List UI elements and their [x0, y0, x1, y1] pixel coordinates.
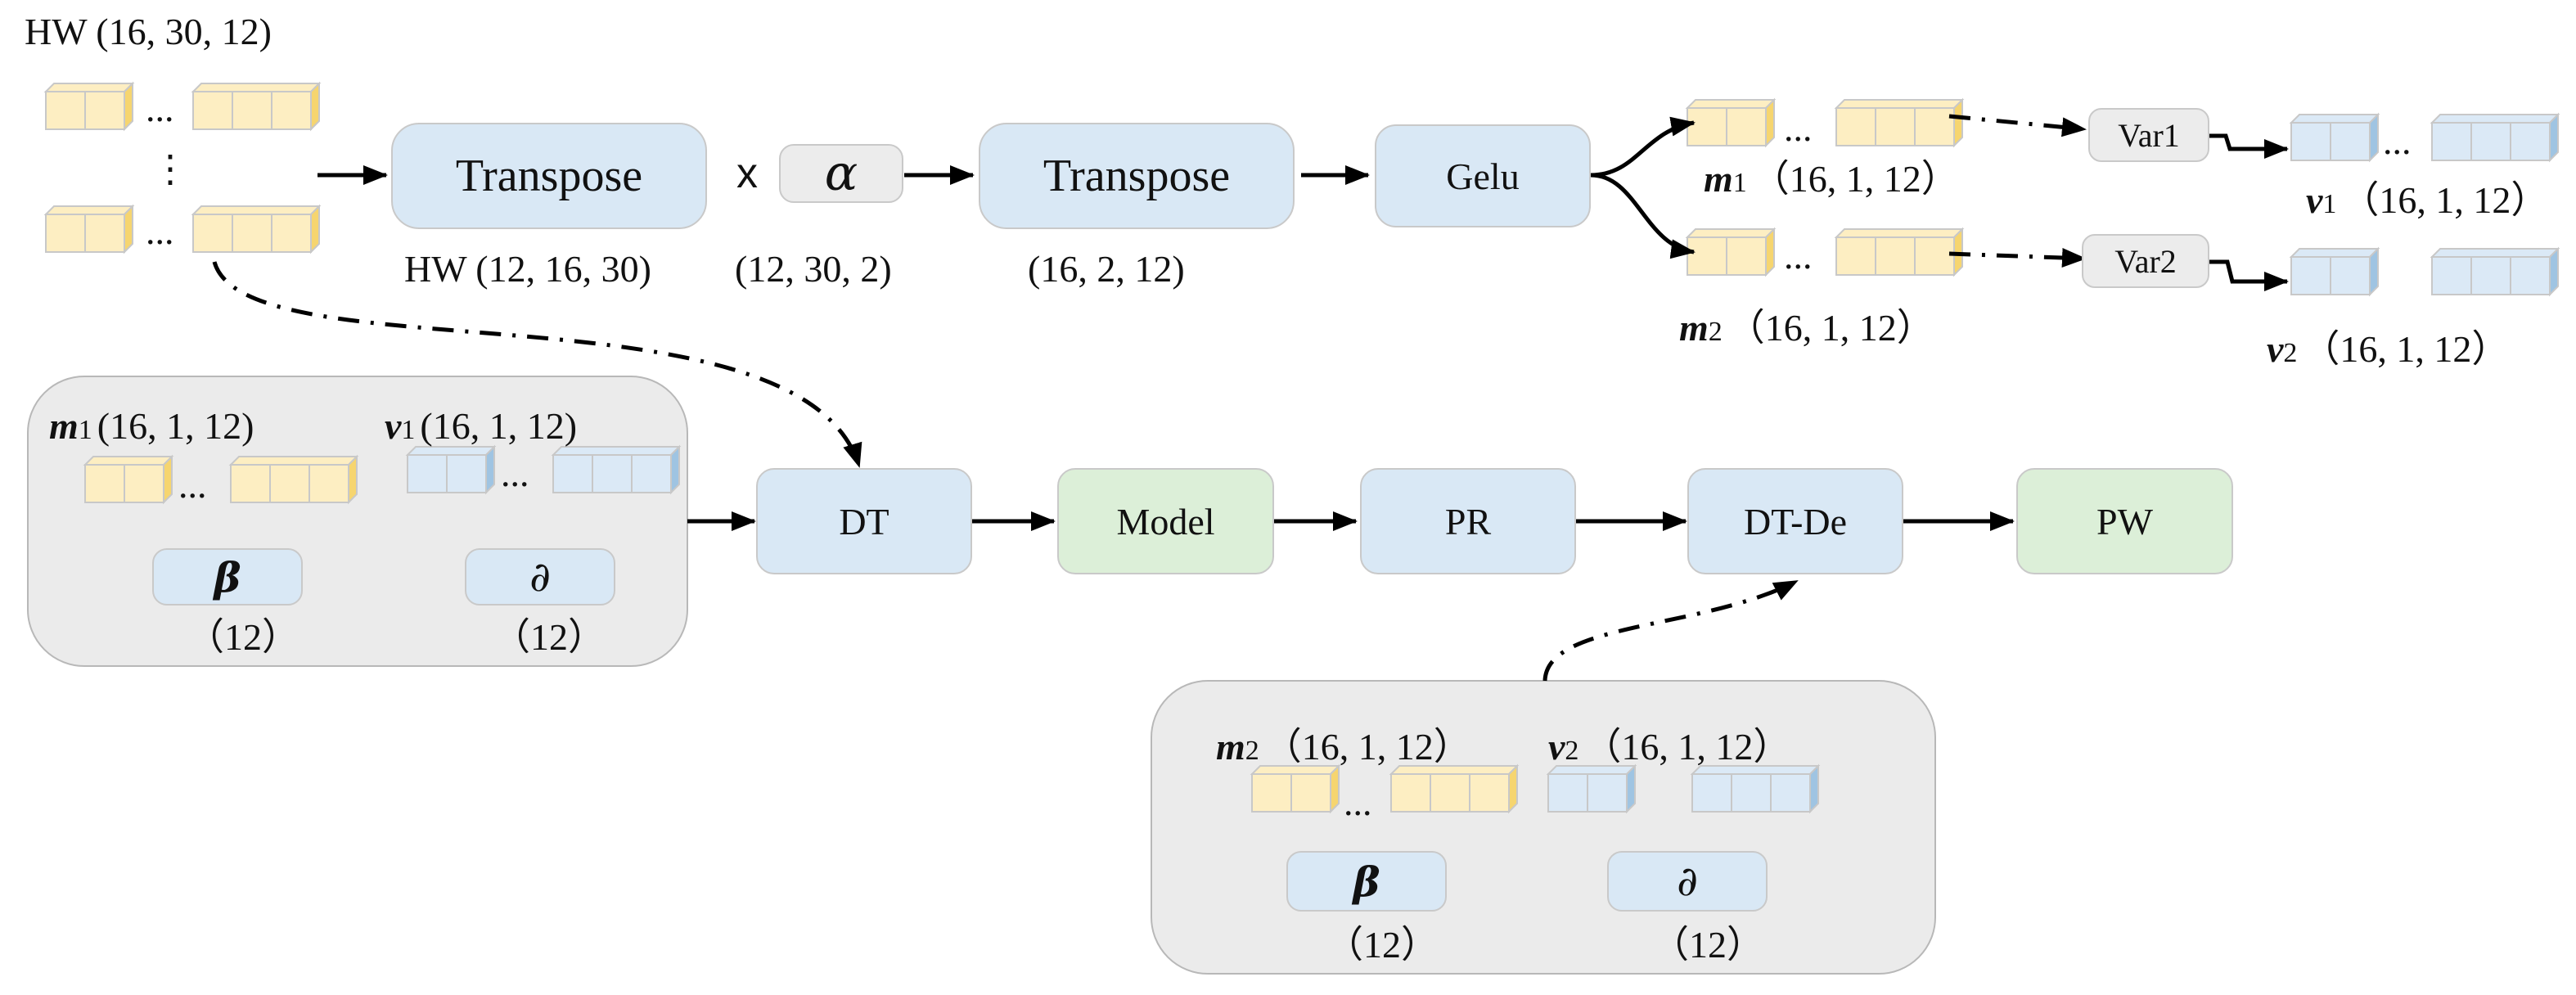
tensor-panel-bottom-v-b	[1690, 763, 1821, 814]
tensor-panel-left-v-a	[405, 444, 497, 495]
var2-node: Var2	[2082, 234, 2209, 288]
tensor-v2-b	[2430, 246, 2560, 297]
panel-bottom-m-var: m	[1216, 726, 1245, 768]
beta-node-left: β	[152, 548, 303, 606]
m2-sub: 2	[1708, 317, 1723, 347]
gelu-node: Gelu	[1375, 124, 1591, 227]
panel-left-v-var: v	[385, 405, 402, 447]
beta-bottom-shape: （12）	[1326, 924, 1439, 966]
tensor-input-1a	[43, 81, 135, 132]
ellipsis-input-bottom: ...	[146, 210, 174, 252]
tensor-panel-left-m-a	[83, 454, 174, 505]
partial-node-bottom: ∂	[1607, 851, 1768, 912]
ellipsis-m1: ...	[1784, 107, 1813, 149]
transpose2-shape-label: (16, 2, 12)	[1028, 248, 1185, 290]
panel-bottom-v-label: v2（16, 1, 12）	[1548, 728, 1790, 766]
panel-left-m-shape: (16, 1, 12)	[97, 405, 254, 447]
tensor-m1-a	[1685, 97, 1777, 148]
tensor-v1-b	[2430, 112, 2560, 163]
panel-bottom-m-shape: （16, 1, 12）	[1263, 726, 1471, 768]
m2-shape: （16, 1, 12）	[1727, 307, 1934, 349]
panel-left-m-sub: 1	[78, 415, 92, 445]
v1-output-label: v1（16, 1, 12）	[2306, 182, 2548, 219]
tensor-v2-a	[2289, 246, 2380, 297]
tensor-input-2b	[191, 204, 322, 254]
multiply-sign: x	[736, 150, 758, 197]
v2-output-label: v2（16, 1, 12）	[2267, 331, 2509, 368]
v1-var: v	[2306, 179, 2323, 221]
m1-var: m	[1704, 158, 1733, 200]
alpha-shape-label: (12, 30, 2)	[735, 248, 892, 290]
pr-node: PR	[1360, 468, 1576, 574]
tensor-input-2a	[43, 204, 135, 254]
dt-node: DT	[756, 468, 972, 574]
pw-node: PW	[2016, 468, 2233, 574]
arrow-gelu-to-m1	[1590, 116, 1696, 178]
transpose1-shape-label: HW (12, 16, 30)	[404, 248, 651, 290]
arrow-var1-to-v1	[2209, 133, 2289, 159]
ellipsis-input-top: ...	[146, 88, 174, 129]
transpose-node-1: Transpose	[391, 123, 707, 229]
dt-de-node: DT-De	[1687, 468, 1903, 574]
dashed-arrow-m2-to-var2	[1948, 247, 2087, 268]
panel-left-m-var: m	[49, 405, 79, 447]
panel-bottom-m-label: m2（16, 1, 12）	[1216, 728, 1471, 766]
partial-left-shape: （12）	[493, 616, 606, 658]
tensor-v1-a	[2289, 112, 2380, 163]
v1-shape: （16, 1, 12）	[2341, 179, 2549, 221]
tensor-input-1b	[191, 81, 322, 132]
panel-left-v-shape: (16, 1, 12)	[420, 405, 578, 447]
v2-var: v	[2267, 328, 2284, 370]
tensor-m2-a	[1685, 227, 1777, 277]
tensor-panel-bottom-m-a	[1250, 763, 1341, 814]
ellipsis-panel-left-m: ...	[178, 464, 207, 506]
panel-bottom-v-sub: 2	[1565, 736, 1579, 766]
m2-output-label: m2（16, 1, 12）	[1679, 309, 1934, 347]
ellipsis-v1: ...	[2383, 120, 2412, 162]
ellipsis-panel-left-v: ...	[501, 452, 529, 494]
beta-node-bottom: β	[1286, 851, 1447, 912]
m1-sub: 1	[1732, 168, 1747, 198]
v2-shape: （16, 1, 12）	[2302, 328, 2510, 370]
vertical-ellipsis: ⋮	[151, 148, 189, 190]
panel-left-m-label: m1(16, 1, 12)	[49, 407, 254, 445]
arrow-gelu-to-m2	[1590, 173, 1696, 259]
alpha-node: α	[779, 144, 903, 203]
panel-left-v-sub: 1	[401, 415, 416, 445]
panel-bottom-m-sub: 2	[1245, 736, 1259, 766]
transpose-node-2: Transpose	[979, 123, 1295, 229]
panel-left-v-label: v1(16, 1, 12)	[385, 407, 577, 445]
partial-node-left: ∂	[465, 548, 615, 606]
bottom-parameter-panel	[1151, 680, 1936, 975]
tensor-panel-bottom-m-b	[1389, 763, 1520, 814]
dashed-arrow-panel-to-dtde	[1542, 579, 1799, 682]
ellipsis-m2: ...	[1784, 235, 1813, 277]
m1-output-label: m1（16, 1, 12）	[1704, 160, 1959, 198]
arrow-var2-to-v2	[2209, 259, 2289, 291]
model-node: Model	[1057, 468, 1274, 574]
v2-sub: 2	[2283, 338, 2298, 368]
dashed-arrow-m1-to-var1	[1948, 114, 2087, 137]
v1-sub: 1	[2322, 189, 2337, 219]
partial-bottom-shape: （12）	[1651, 924, 1764, 966]
panel-bottom-v-shape: （16, 1, 12）	[1583, 726, 1791, 768]
input-shape-label: HW (16, 30, 12)	[25, 11, 272, 52]
m2-var: m	[1679, 307, 1709, 349]
panel-bottom-v-var: v	[1548, 726, 1565, 768]
tensor-panel-bottom-v-a	[1546, 763, 1637, 814]
tensor-panel-left-v-b	[551, 444, 682, 495]
tensor-panel-left-m-b	[228, 454, 359, 505]
tensor-m2-b	[1834, 227, 1965, 277]
beta-left-shape: （12）	[187, 616, 299, 658]
m1-shape: （16, 1, 12）	[1751, 158, 1959, 200]
left-parameter-panel	[27, 376, 688, 667]
var1-node: Var1	[2088, 108, 2209, 162]
dashed-arrow-input-to-dt	[212, 261, 862, 468]
tensor-m1-b	[1834, 97, 1965, 148]
ellipsis-panel-bottom-m: ...	[1344, 781, 1372, 823]
